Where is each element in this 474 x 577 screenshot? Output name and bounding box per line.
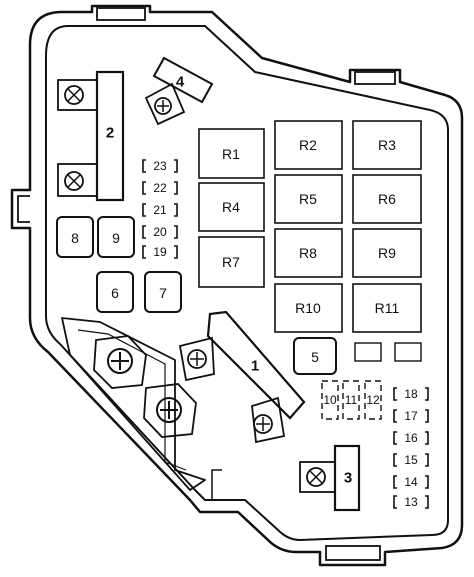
- fuse-6[interactable]: 6: [96, 271, 134, 313]
- mini-fuse-19[interactable]: 19: [142, 245, 178, 259]
- relay-r7[interactable]: R7: [198, 236, 265, 288]
- relay-r3-label: R3: [378, 137, 396, 153]
- housing-outline: [10, 4, 464, 567]
- relay-r2-label: R2: [299, 137, 317, 153]
- bottom-left-notch: [211, 469, 222, 500]
- relay-r5-label: R5: [299, 191, 317, 207]
- mini-fuse-23[interactable]: 23: [142, 159, 178, 173]
- fuse-4-body[interactable]: [144, 56, 214, 126]
- fuse-6-label: 6: [111, 285, 119, 301]
- top-tab: [96, 7, 146, 21]
- fuse-1-screw-lower-icon: [253, 414, 273, 434]
- relay-r2[interactable]: R2: [274, 120, 343, 170]
- mini-fuse-20[interactable]: 20: [142, 225, 178, 239]
- mini-fuse-18[interactable]: 18: [393, 387, 429, 401]
- fuse-1-screw-upper-icon: [187, 349, 207, 369]
- fuse-9[interactable]: 9: [97, 216, 135, 258]
- spare-slot-left[interactable]: [354, 342, 382, 362]
- relay-r10-label: R10: [295, 300, 321, 316]
- fuse-5-label: 5: [311, 349, 319, 365]
- terminal-plate: [61, 317, 206, 491]
- spare-slot-right[interactable]: [394, 342, 422, 362]
- fuse-2-bolt-plate-bottom: [57, 163, 98, 197]
- mini-fuse-11[interactable]: 11: [342, 380, 360, 420]
- mini-fuse-16[interactable]: 16: [393, 431, 429, 445]
- fuse-8[interactable]: 8: [56, 216, 94, 258]
- battery-stud-lower: [143, 383, 197, 438]
- mini-fuse-19-label: 19: [153, 245, 167, 259]
- relay-r8[interactable]: R8: [274, 228, 343, 278]
- relay-r4-label: R4: [222, 199, 240, 215]
- mini-fuse-21[interactable]: 21: [142, 203, 178, 217]
- fuse-9-label: 9: [112, 230, 120, 246]
- mini-fuse-11-label: 11: [345, 393, 358, 407]
- mini-fuse-17[interactable]: 17: [393, 409, 429, 423]
- relay-r11-label: R11: [375, 300, 400, 316]
- relay-r6[interactable]: R6: [352, 174, 422, 224]
- fuse-7-label: 7: [159, 285, 167, 301]
- relay-r4[interactable]: R4: [198, 182, 265, 232]
- terminal-plate-inner: [77, 329, 187, 471]
- relay-r11[interactable]: R11: [352, 283, 422, 333]
- fuse-2-bolt-plate-top: [57, 79, 98, 111]
- fuse-1-body[interactable]: [178, 310, 306, 444]
- mini-fuse-13[interactable]: 13: [393, 495, 429, 509]
- bottom-tab: [325, 545, 381, 561]
- fuse-8-label: 8: [71, 230, 79, 246]
- fuse-2-label: 2: [106, 125, 114, 142]
- mini-fuse-22[interactable]: 22: [142, 181, 178, 195]
- relay-r1-label: R1: [222, 146, 240, 162]
- fuse-2-screw-bottom-icon: [64, 171, 84, 191]
- mini-fuse-18-label: 18: [404, 387, 418, 401]
- right-top-tab: [354, 71, 396, 85]
- mini-fuse-21-label: 21: [153, 203, 167, 217]
- mini-fuse-16-label: 16: [404, 431, 418, 445]
- relay-r9[interactable]: R9: [352, 228, 422, 278]
- relay-r9-label: R9: [378, 245, 396, 261]
- housing-inner-outline: [45, 25, 449, 541]
- relay-r10[interactable]: R10: [274, 283, 343, 333]
- fuse-4-screw-icon: [154, 97, 172, 115]
- fuse-3-bolt-plate: [299, 461, 336, 493]
- mini-fuse-14-label: 14: [404, 475, 418, 489]
- mini-fuse-15[interactable]: 15: [393, 453, 429, 467]
- mini-fuse-12[interactable]: 12: [364, 380, 382, 420]
- mini-fuse-14[interactable]: 14: [393, 475, 429, 489]
- relay-r3[interactable]: R3: [352, 120, 422, 170]
- mini-fuse-23-label: 23: [153, 159, 167, 173]
- fuse-5[interactable]: 5: [293, 337, 337, 375]
- relay-r5[interactable]: R5: [274, 174, 343, 224]
- relay-r6-label: R6: [378, 191, 396, 207]
- relay-r1[interactable]: R1: [198, 128, 265, 179]
- fuse-3-screw-icon: [306, 467, 326, 487]
- mini-fuse-20-label: 20: [153, 225, 167, 239]
- fuse-2-body[interactable]: [95, 70, 125, 202]
- mini-fuse-13-label: 13: [404, 495, 418, 509]
- fuse-3-label: 3: [344, 470, 352, 487]
- mini-fuse-10-label: 10: [323, 393, 337, 407]
- battery-stud-upper: [93, 335, 147, 389]
- fuse-1-label: 1: [251, 358, 259, 375]
- relay-r7-label: R7: [222, 254, 240, 270]
- mini-fuse-15-label: 15: [404, 453, 418, 467]
- mini-fuse-12-label: 12: [366, 393, 380, 407]
- mini-fuse-10[interactable]: 10: [321, 380, 339, 420]
- fuse-4-label: 4: [176, 74, 185, 91]
- left-side-clip: [17, 195, 30, 223]
- fuse-2-screw-top-icon: [64, 85, 84, 105]
- mini-fuse-22-label: 22: [153, 181, 167, 195]
- fuse-7[interactable]: 7: [144, 271, 182, 313]
- relay-r8-label: R8: [299, 245, 317, 261]
- mini-fuse-17-label: 17: [404, 409, 418, 423]
